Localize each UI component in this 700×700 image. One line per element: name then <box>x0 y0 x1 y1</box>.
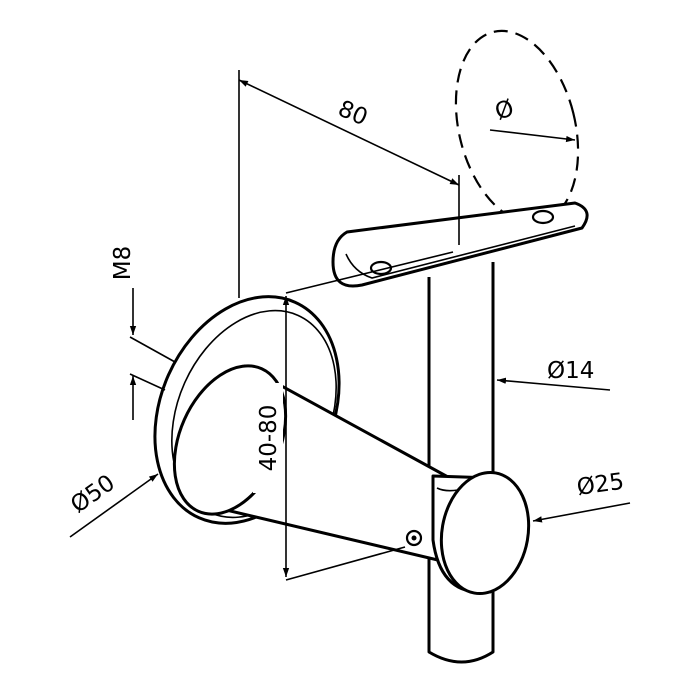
dim-40-80-lines <box>282 251 454 581</box>
set-screw <box>405 529 423 547</box>
dim-80-label: 80 <box>334 96 371 131</box>
dim-25-leader <box>532 502 631 523</box>
dim-14-label: Ø14 <box>547 358 594 384</box>
dim-m8-label: M8 <box>110 246 136 280</box>
barrel <box>431 470 531 596</box>
dim-80-lines <box>238 70 460 298</box>
dim-handrail-label: Ø <box>492 95 518 126</box>
dim-50-leader <box>69 473 159 538</box>
dim-50-label: Ø50 <box>66 470 120 518</box>
handrail-outline <box>454 29 580 225</box>
vertical-tube <box>427 262 495 664</box>
dim-25-label: Ø25 <box>575 469 626 501</box>
dim-m8-lines <box>129 288 176 420</box>
dim-40-80-label: 40-80 <box>256 405 282 472</box>
dim-14-leader <box>496 377 611 391</box>
screw-hole-right <box>531 209 555 225</box>
dim-handrail-leader <box>489 129 576 143</box>
